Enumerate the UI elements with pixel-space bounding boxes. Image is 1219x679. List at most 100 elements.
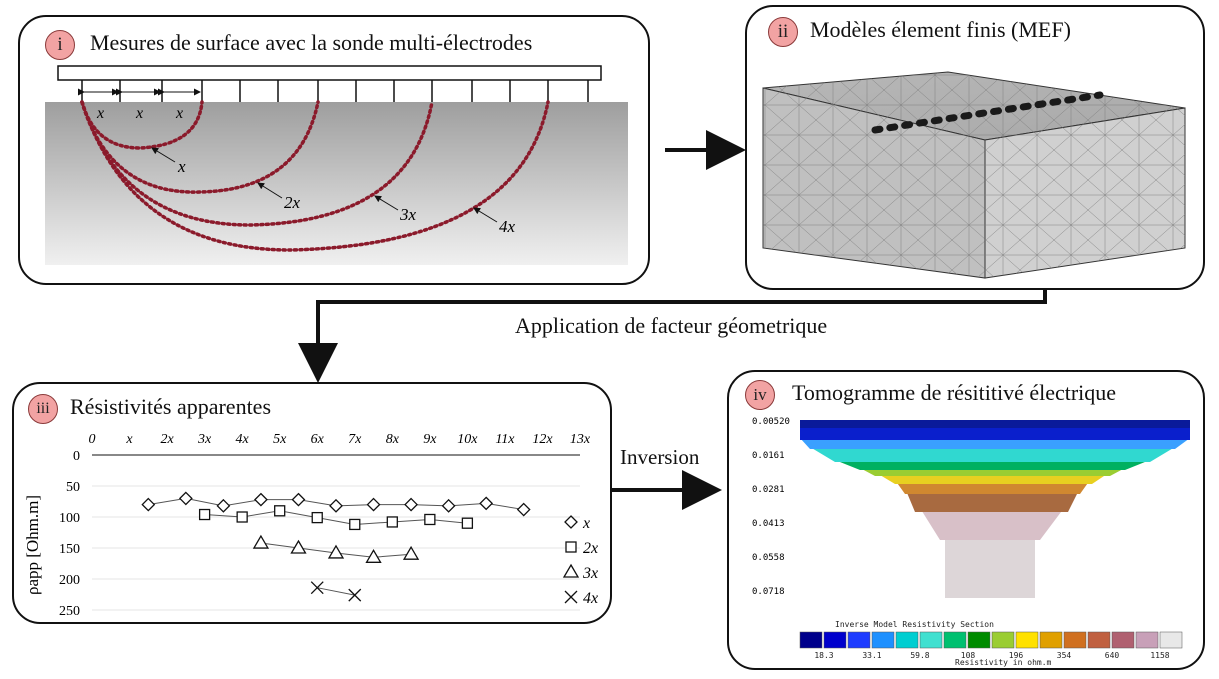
data-point-x bbox=[441, 498, 456, 513]
y-tick-label: 0 bbox=[73, 449, 80, 464]
badge-ii: ii bbox=[768, 17, 798, 47]
colorbar-title: Inverse Model Resistivity Section bbox=[835, 620, 994, 629]
legend-marker-4x bbox=[564, 590, 578, 604]
colorbar-tick-label: 108 bbox=[961, 651, 976, 660]
data-point-3x bbox=[290, 539, 307, 554]
x-tick-label: 4x bbox=[236, 432, 250, 447]
data-point-2x bbox=[349, 518, 361, 531]
depth-label-4x: 4x bbox=[499, 217, 516, 236]
x-tick-label: 6x bbox=[311, 432, 325, 447]
colorbar-swatch bbox=[1159, 631, 1183, 649]
data-point-x bbox=[178, 491, 193, 506]
data-point-2x bbox=[311, 511, 323, 524]
x-tick-label: 9x bbox=[423, 432, 437, 447]
arrow-ii-to-iii bbox=[298, 290, 1047, 383]
y-tick-label: 50 bbox=[66, 480, 80, 495]
fem-mesh-box bbox=[762, 71, 1186, 279]
legend-marker-3x bbox=[562, 563, 580, 578]
legend-label-4x: 4x bbox=[583, 590, 598, 607]
depth-tick-label: 0.0161 bbox=[752, 451, 785, 461]
legend: x 2x 3x 4x bbox=[562, 515, 598, 607]
data-point-4x bbox=[348, 588, 362, 602]
panel-iii-title: Résistivités apparentes bbox=[70, 394, 272, 419]
y-tick-label: 250 bbox=[59, 604, 80, 619]
tomogram-deep-zone bbox=[945, 535, 1035, 598]
colorbar-swatch bbox=[1111, 631, 1135, 649]
colorbar-swatch bbox=[919, 631, 943, 649]
depth-label-2x: 2x bbox=[284, 193, 301, 212]
colorbar-swatch bbox=[823, 631, 847, 649]
colorbar-swatch bbox=[967, 631, 991, 649]
electrodes bbox=[81, 80, 589, 102]
colorbar-swatch bbox=[991, 631, 1015, 649]
x-tick-label: 13x bbox=[570, 432, 591, 447]
tomogram-layer-navy bbox=[800, 420, 1190, 428]
data-point-x bbox=[516, 502, 531, 517]
legend-label-3x: 3x bbox=[582, 565, 598, 582]
legend-marker-2x bbox=[565, 541, 577, 553]
panel-i-title: Mesures de surface avec la sonde multi-é… bbox=[90, 30, 533, 55]
colorbar-tick-label: 196 bbox=[1009, 651, 1024, 660]
x-tick-label: 3x bbox=[197, 432, 212, 447]
data-point-2x bbox=[198, 508, 211, 521]
x-tick-label: 7x bbox=[348, 432, 362, 447]
series-layer bbox=[141, 491, 531, 602]
y-tick-labels: 0 50 100 150 200 250 bbox=[59, 449, 80, 619]
depth-arrows bbox=[151, 147, 498, 223]
data-point-2x bbox=[236, 511, 248, 523]
colorbar: 18.3 33.1 59.8 108 196 354 640 1158 bbox=[799, 631, 1183, 660]
colorbar-tick-label: 640 bbox=[1105, 651, 1120, 660]
data-point-3x bbox=[252, 534, 270, 549]
depth-tick-label: 0.0413 bbox=[752, 519, 785, 529]
panel-ii-title: Modèles élement finis (MEF) bbox=[810, 17, 1071, 42]
data-point-x bbox=[291, 492, 306, 507]
depth-tick-label: 0.0558 bbox=[752, 553, 785, 563]
colorbar-swatch bbox=[871, 631, 895, 649]
colorbar-tick-label: 354 bbox=[1057, 651, 1072, 660]
soil-block bbox=[45, 102, 628, 265]
panel-apparent-resistivities bbox=[12, 382, 612, 624]
colorbar-swatch bbox=[943, 631, 967, 649]
legend-label-2x: 2x bbox=[583, 540, 598, 557]
y-tick-label: 150 bbox=[59, 542, 80, 557]
data-point-x bbox=[329, 498, 343, 513]
colorbar-tick-label: 18.3 bbox=[814, 651, 833, 660]
probe-bar bbox=[57, 65, 602, 81]
geometric-factor-caption: Application de facteur géometrique bbox=[515, 313, 828, 338]
colorbar-tick-label: 59.8 bbox=[910, 651, 929, 660]
data-point-x bbox=[404, 497, 418, 512]
data-point-x bbox=[141, 497, 156, 512]
x-tick-label: 0 bbox=[89, 432, 96, 447]
y-tick-label: 100 bbox=[59, 511, 80, 526]
badge-iv: iv bbox=[745, 380, 775, 410]
x-tick-label: 8x bbox=[386, 432, 400, 447]
colorbar-tick-label: 1158 bbox=[1150, 651, 1169, 660]
panel-iv-title: Tomogramme de résititivé électrique bbox=[792, 380, 1117, 405]
y-axis-label: ρapp [Ohm.m] bbox=[23, 495, 42, 595]
legend-marker-x bbox=[564, 515, 578, 529]
data-point-3x bbox=[365, 549, 382, 563]
colorbar-swatch bbox=[895, 631, 919, 649]
legend-label-x: x bbox=[582, 515, 590, 532]
data-point-2x bbox=[424, 513, 436, 526]
inversion-caption: Inversion bbox=[620, 445, 700, 469]
data-point-x bbox=[254, 492, 268, 507]
x-tick-label: 11x bbox=[495, 432, 515, 447]
badge-i: i bbox=[45, 30, 75, 60]
badge-iii: iii bbox=[28, 394, 58, 424]
depth-label-3x: 3x bbox=[399, 205, 417, 224]
data-point-2x bbox=[386, 516, 398, 528]
colorbar-tick-label: 33.1 bbox=[862, 651, 881, 660]
x-tick-label: x bbox=[125, 432, 133, 447]
spacing-label-2: x bbox=[135, 105, 143, 122]
data-point-2x bbox=[461, 517, 474, 529]
spacing-label-3: x bbox=[175, 105, 183, 122]
tomogram-layer-green bbox=[835, 460, 1150, 470]
data-point-x bbox=[216, 498, 231, 513]
data-point-x bbox=[366, 497, 381, 512]
y-tick-label: 200 bbox=[59, 573, 80, 588]
